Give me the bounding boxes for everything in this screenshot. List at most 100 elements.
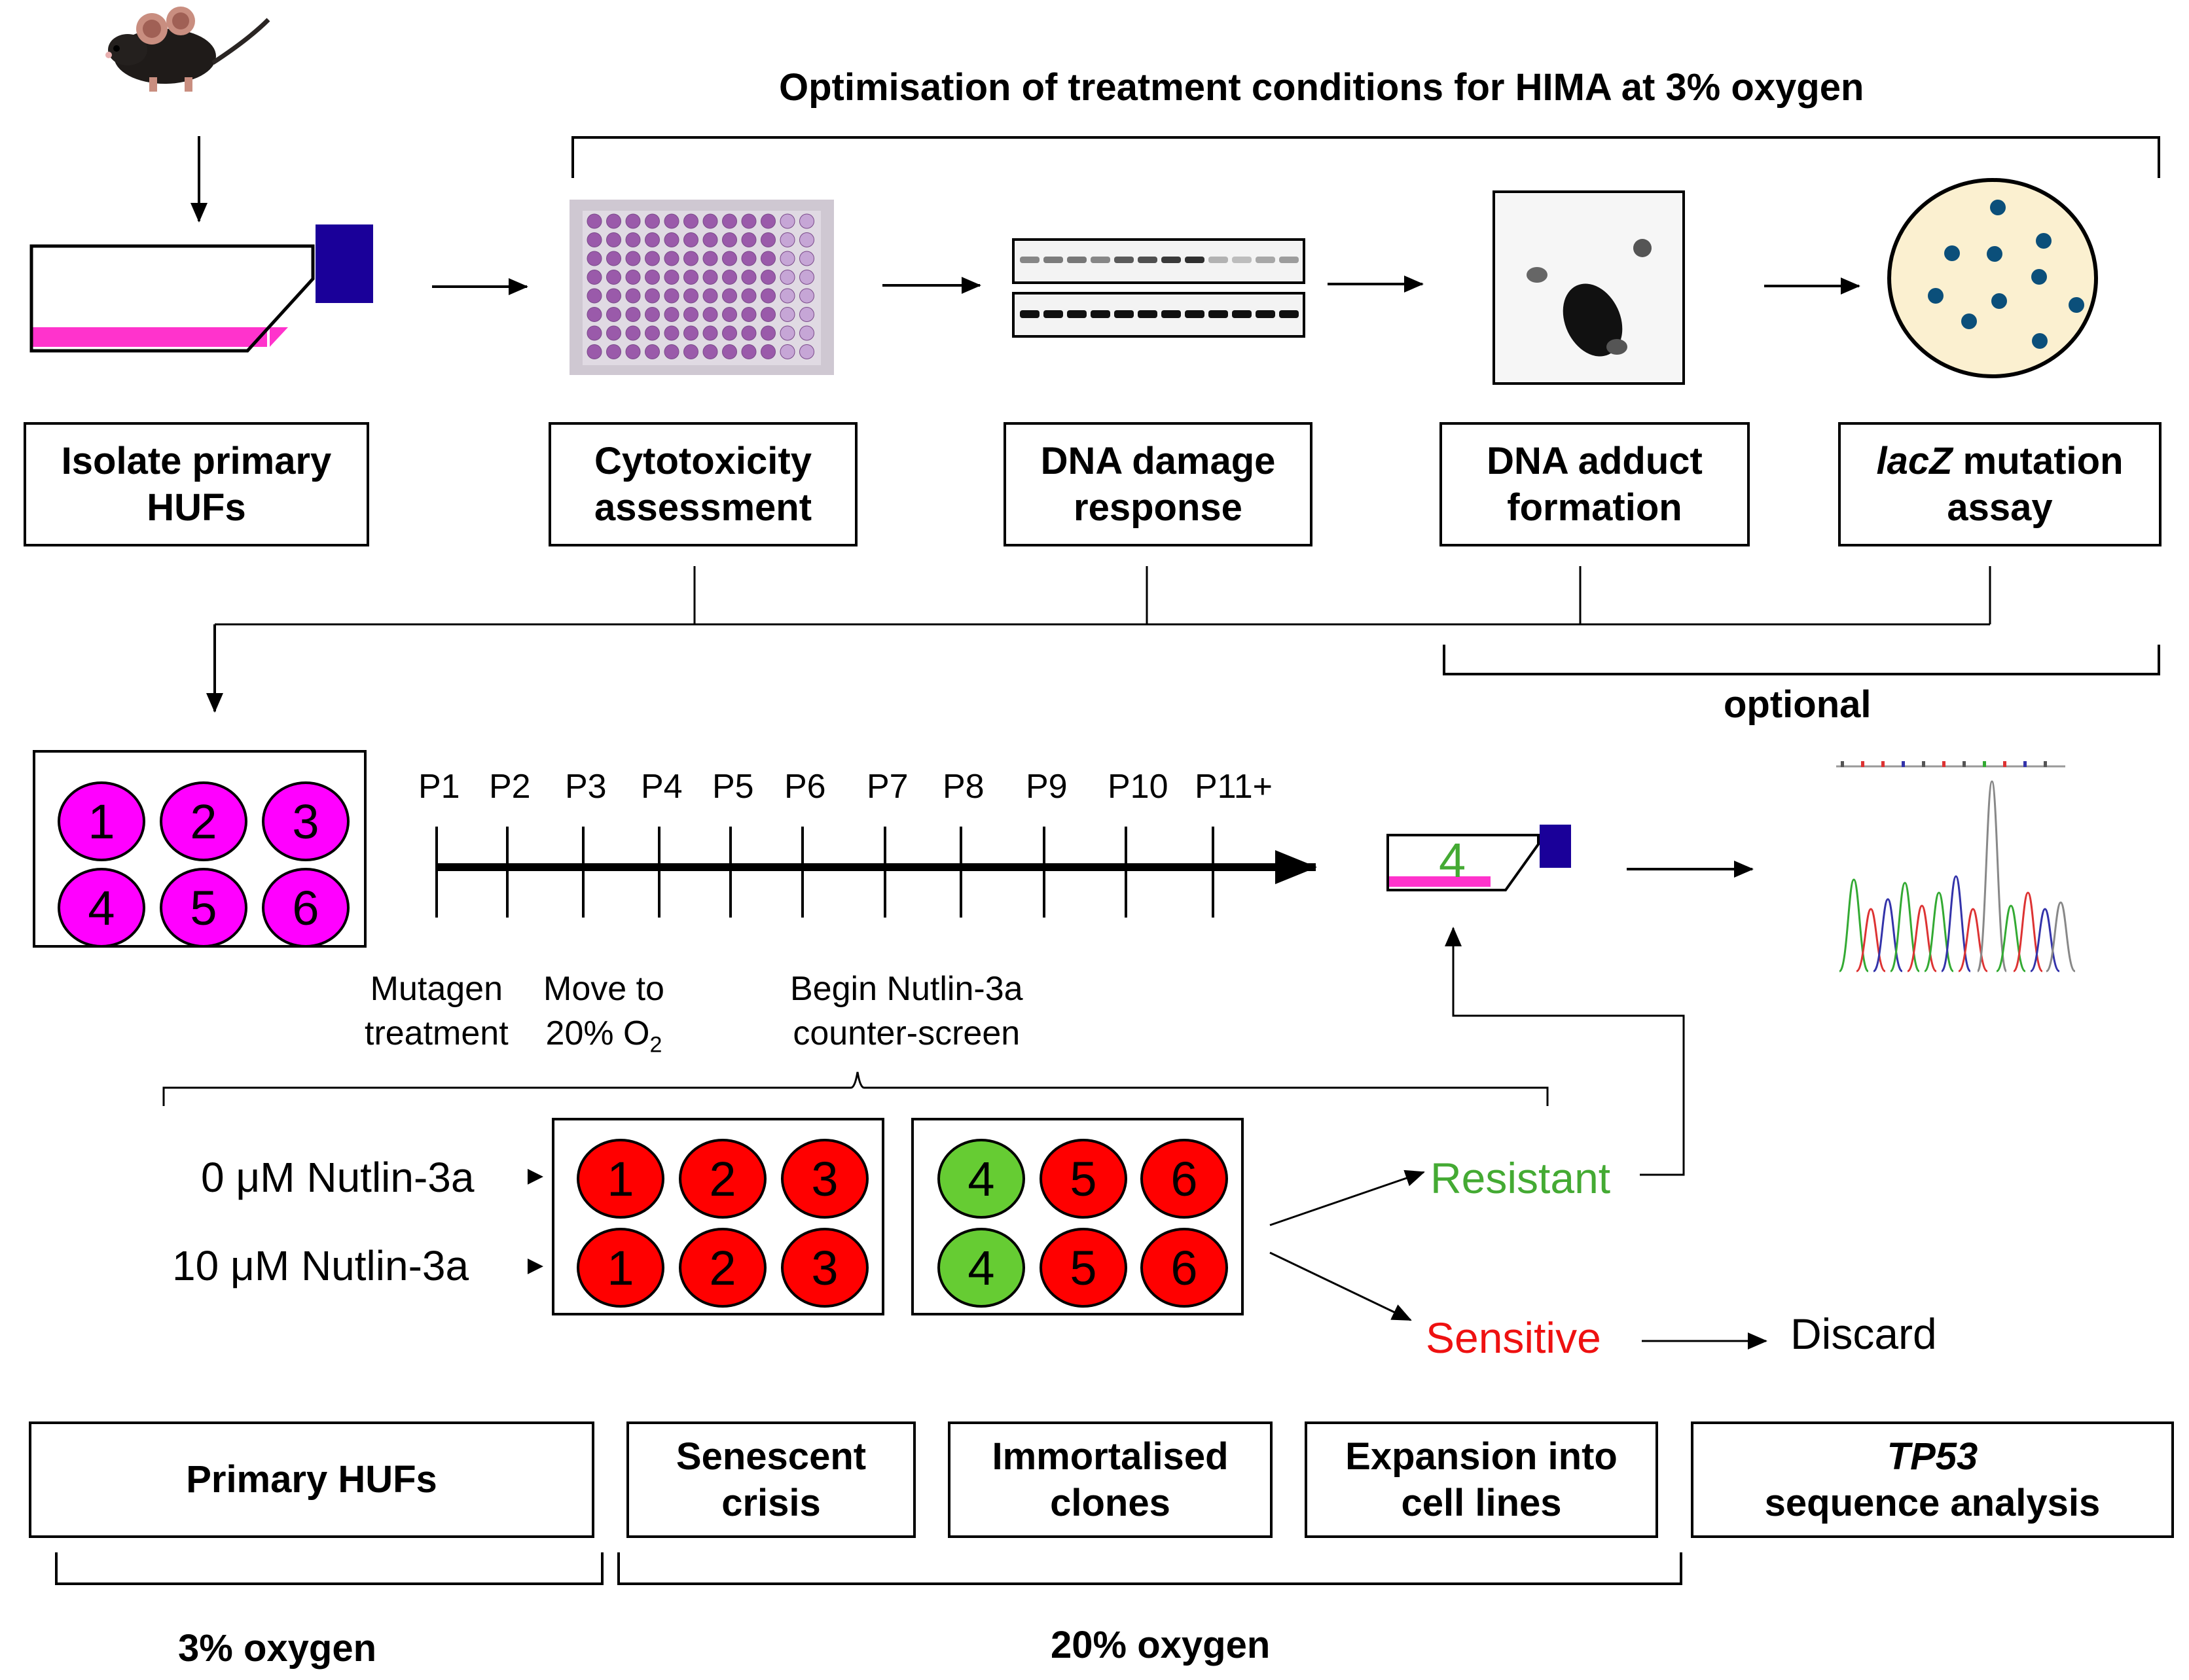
- stage-tp53-rest: sequence analysis: [1764, 1482, 2101, 1524]
- blot-band: [1114, 257, 1134, 263]
- six-well-plate-magenta: 1 2 3 4 5 6: [33, 750, 367, 948]
- plate-well: [587, 251, 602, 266]
- plate-well: [683, 288, 698, 304]
- nutlin-row-0: 0 μM Nutlin-3a: [201, 1154, 475, 1201]
- screen-plate-b: 4 5 6 4 5 6: [911, 1118, 1244, 1315]
- plate-well: [741, 213, 757, 229]
- blot-band: [1279, 257, 1299, 263]
- outcome-discard: Discard: [1790, 1310, 1937, 1358]
- plate-well: [761, 213, 776, 229]
- blot-band: [1020, 310, 1040, 318]
- blot-band: [1067, 257, 1087, 263]
- step-dna-adduct-line2: formation: [1507, 486, 1682, 529]
- plate-well: [645, 232, 660, 247]
- blot-band: [1020, 257, 1040, 263]
- plate-well: [664, 251, 679, 266]
- plate-well: [625, 270, 641, 285]
- chroma-peak: [1838, 878, 1870, 973]
- plate-well: [799, 288, 814, 304]
- note-mutagen-line1: Mutagen: [370, 970, 503, 1008]
- blot-band: [1279, 310, 1299, 318]
- stage-senescent-line2: crisis: [721, 1482, 821, 1524]
- plate-well: [799, 232, 814, 247]
- plate-well: [645, 325, 660, 341]
- passage-label: P6: [784, 768, 826, 806]
- plate-well: [683, 251, 698, 266]
- blot-band: [1161, 257, 1181, 263]
- chroma-peak: [2012, 891, 2044, 973]
- chroma-tick: [2003, 761, 2006, 767]
- outcome-resistant: Resistant: [1430, 1154, 1611, 1202]
- stage-senescent-line1: Senescent: [676, 1435, 867, 1478]
- passage-label: P3: [565, 768, 607, 806]
- well-4: 4: [58, 868, 145, 948]
- plate-well: [664, 344, 679, 359]
- plate-well: [606, 344, 621, 359]
- screen-well-3a: 3: [781, 1139, 869, 1219]
- well-plate-96-photo: [570, 200, 834, 375]
- screen-plate-a: 1 2 3 1 2 3: [552, 1118, 884, 1315]
- plate-well: [799, 251, 814, 266]
- stage-expansion-line2: cell lines: [1401, 1482, 1562, 1524]
- plate-well: [606, 251, 621, 266]
- plate-well: [606, 213, 621, 229]
- plate-well: [683, 213, 698, 229]
- screen-well-1a: 1: [577, 1139, 664, 1219]
- stage-immortalised-line1: Immortalised: [992, 1435, 1229, 1478]
- blot-band: [1043, 257, 1063, 263]
- western-blot-image: [1012, 238, 1305, 338]
- plate-well: [702, 213, 718, 229]
- plate-well: [625, 288, 641, 304]
- plate-well: [722, 251, 737, 266]
- plate-well: [702, 288, 718, 304]
- blot-band: [1232, 257, 1252, 263]
- step-cyto-line2: assessment: [594, 486, 812, 529]
- passage-label: P8: [943, 768, 985, 806]
- plate-well: [761, 307, 776, 322]
- chroma-peak: [1976, 780, 2008, 973]
- plate-well: [606, 325, 621, 341]
- flask-well-label: 4: [1439, 833, 1466, 887]
- plate-well: [722, 288, 737, 304]
- passage-label: P10: [1108, 768, 1168, 806]
- blot-band: [1208, 257, 1228, 263]
- passage-label: P9: [1026, 768, 1068, 806]
- blot-band: [1208, 310, 1228, 318]
- step-isolate-line1: Isolate primary: [61, 439, 332, 482]
- step-lacz-line2: assay: [1947, 486, 2053, 529]
- plate-well: [683, 344, 698, 359]
- plate-well: [780, 307, 795, 322]
- plate-well: [645, 307, 660, 322]
- plate-well: [625, 307, 641, 322]
- plate-well: [587, 270, 602, 285]
- plate-well: [606, 232, 621, 247]
- passage-label: P1: [418, 768, 460, 806]
- plate-well: [683, 232, 698, 247]
- blot-band: [1043, 310, 1063, 318]
- oxygen-high-label: 20% oxygen: [1051, 1624, 1271, 1666]
- plate-well: [587, 213, 602, 229]
- plate-well: [702, 344, 718, 359]
- plate-well: [761, 344, 776, 359]
- plate-well: [664, 213, 679, 229]
- screen-well-2a: 2: [679, 1139, 767, 1219]
- plate-well: [664, 270, 679, 285]
- plate-well: [741, 251, 757, 266]
- screen-well-3b: 3: [781, 1228, 869, 1308]
- mouse-icon: [105, 7, 270, 92]
- step-dna-damage-line1: DNA damage: [1040, 439, 1276, 482]
- plate-well: [761, 325, 776, 341]
- blot-band: [1091, 257, 1110, 263]
- plate-well: [606, 307, 621, 322]
- screen-well-6b: 6: [1140, 1228, 1228, 1308]
- plate-well: [741, 270, 757, 285]
- plate-well: [702, 325, 718, 341]
- note-mutagen-line2: treatment: [365, 1014, 509, 1052]
- plate-well: [645, 251, 660, 266]
- stage-tp53-italic: TP53: [1887, 1435, 1978, 1478]
- plate-well: [702, 232, 718, 247]
- plate-well: [587, 325, 602, 341]
- screen-well-2b: 2: [679, 1228, 767, 1308]
